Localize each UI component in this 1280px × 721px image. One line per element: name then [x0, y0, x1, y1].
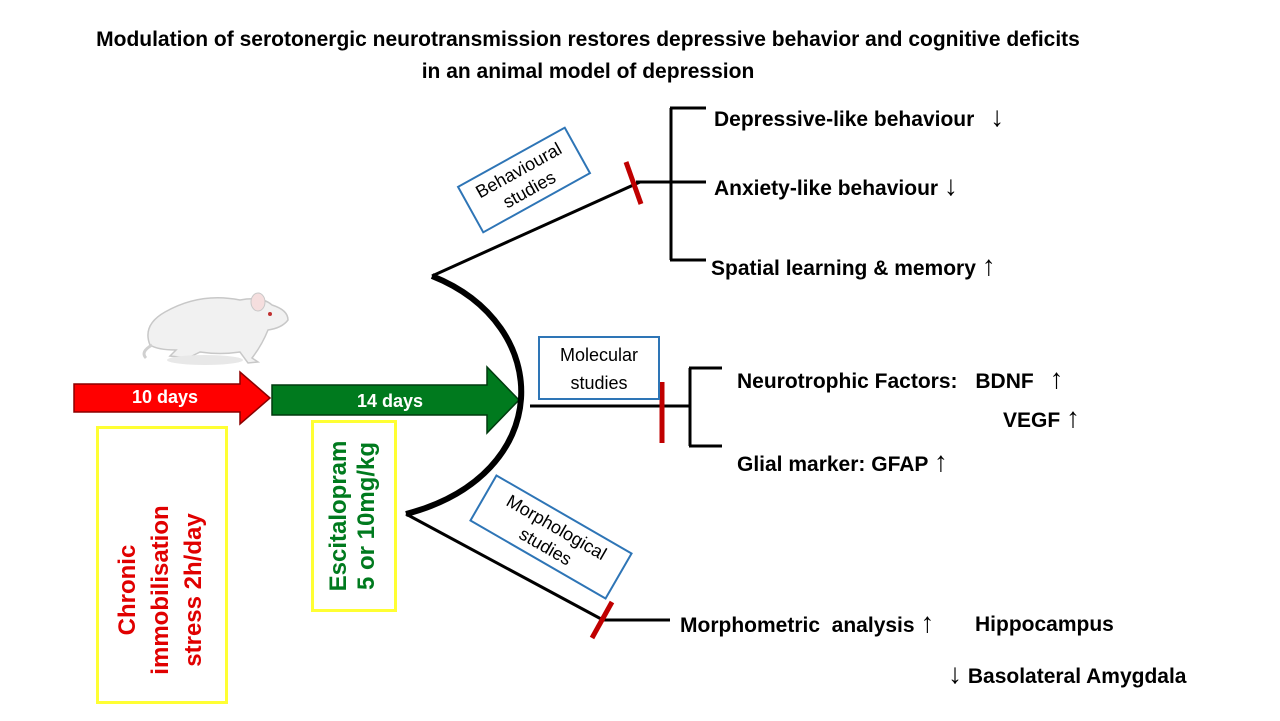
stress-text: Chronic immobilisation stress 2h/day	[111, 459, 211, 721]
branch-arc	[405, 273, 525, 517]
drug-box	[311, 420, 397, 612]
outcome-depressive: Depressive-like behaviour ↓	[714, 101, 1004, 133]
behavioural-branch-line	[431, 180, 641, 278]
up-arrow-icon: ↑	[1049, 363, 1064, 394]
molecular-bracket	[688, 366, 722, 448]
diagram-title: Modulation of serotonergic neurotransmis…	[0, 24, 1176, 88]
stress-line-2: immobilisation	[147, 505, 174, 675]
up-arrow-icon: ↑	[1066, 402, 1081, 433]
molecular-label-2: studies	[570, 373, 628, 393]
stress-line-1: Chronic	[114, 544, 141, 636]
drug-line-2: 5 or 10mg/kg	[353, 441, 380, 591]
rat-illustration	[142, 292, 289, 365]
outcome-anxiety-label: Anxiety-like behaviour	[714, 177, 939, 200]
up-arrow-icon: ↑	[920, 607, 935, 638]
stress-box	[96, 426, 228, 704]
red-arrow-10-days	[73, 370, 272, 426]
outcome-vegf: VEGF	[1003, 409, 1061, 432]
title-line-2: in an animal model of depression	[421, 60, 755, 83]
drug-line-1: Escitalopram	[325, 440, 352, 592]
title-line-1: Modulation of serotonergic neurotransmis…	[96, 28, 1080, 51]
arrow-label-10-days: 10 days	[131, 387, 199, 407]
outcome-neurotrophic: Neurotrophic Factors: BDNF ↑	[737, 363, 1064, 395]
outcome-amygdala-row: ↓ Basolateral Amygdala	[948, 658, 1187, 690]
outcome-spatial-label: Spatial learning & memory	[711, 257, 976, 280]
outcome-hippocampus: Hippocampus	[975, 613, 1114, 636]
outcome-vegf-row: VEGF ↑	[1003, 402, 1080, 434]
up-arrow-icon: ↑	[933, 446, 948, 477]
stress-line-3: stress 2h/day	[180, 513, 207, 667]
outcome-bdnf: BDNF	[975, 370, 1034, 393]
outcome-amygdala: Basolateral Amygdala	[967, 665, 1187, 688]
down-arrow-icon: ↓	[948, 658, 962, 689]
drug-text: Escitalopram 5 or 10mg/kg	[325, 425, 381, 607]
down-arrow-icon: ↓	[990, 101, 1005, 132]
outcome-anxiety: Anxiety-like behaviour ↓	[714, 170, 958, 202]
down-arrow-icon: ↓	[943, 170, 958, 201]
molecular-label-1: Molecular	[559, 345, 639, 365]
green-arrow-14-days	[271, 365, 521, 435]
morphological-block-bar	[589, 600, 615, 640]
behavioural-block-bar	[623, 161, 644, 205]
outcome-spatial: Spatial learning & memory ↑	[711, 250, 996, 282]
outcome-neurotrophic-label: Neurotrophic Factors:	[737, 370, 958, 393]
outcome-morphometric: Morphometric analysis ↑	[680, 607, 934, 639]
molecular-studies-box: Molecular studies	[538, 336, 660, 400]
outcome-morphometric-label: Morphometric analysis	[680, 614, 915, 637]
behavioural-bracket	[636, 106, 706, 262]
outcome-glial: Glial marker: GFAP ↑	[737, 446, 948, 478]
arrow-label-14-days: 14 days	[356, 391, 424, 411]
outcome-glial-label: Glial marker: GFAP	[737, 453, 929, 476]
outcome-depressive-label: Depressive-like behaviour	[714, 108, 975, 131]
up-arrow-icon: ↑	[981, 250, 996, 281]
morphological-branch-line	[405, 512, 604, 622]
